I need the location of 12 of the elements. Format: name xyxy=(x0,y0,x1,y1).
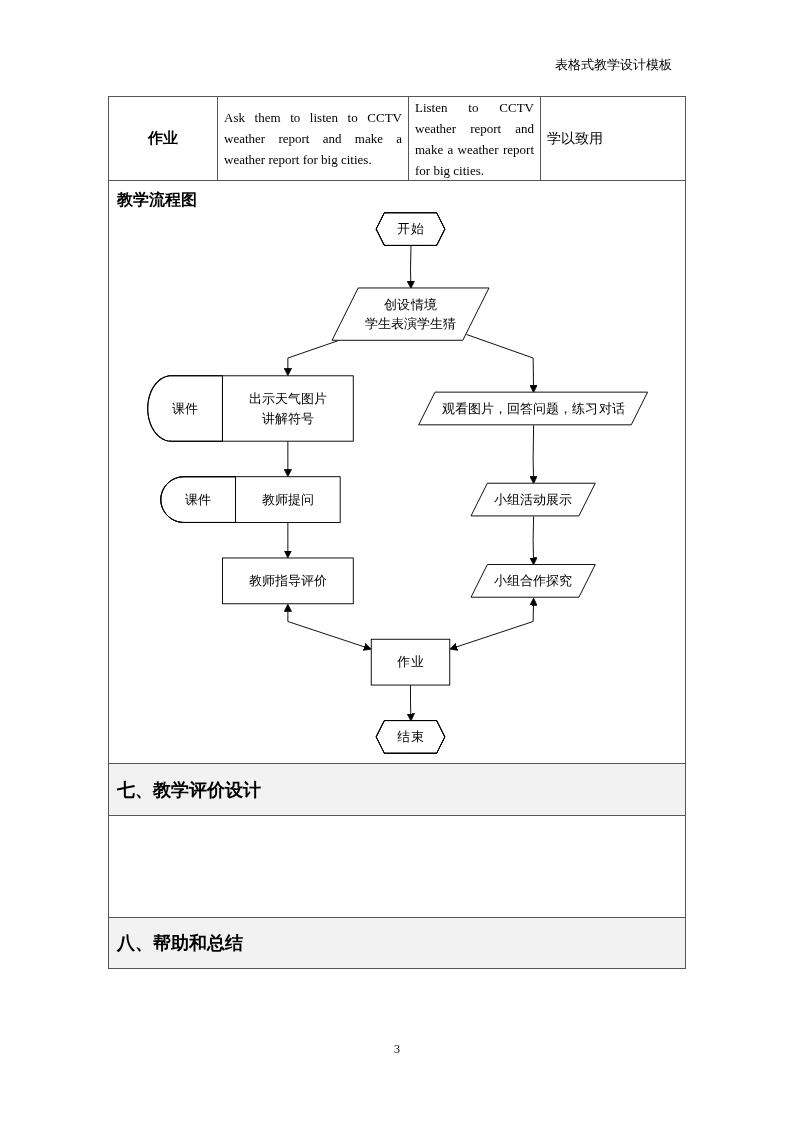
table-cell: 学以致用 xyxy=(540,96,686,181)
table-cell: 作业 xyxy=(108,96,218,181)
table-cell: Listen to CCTV weather report and make a weather report for big cities. xyxy=(408,96,541,181)
node-box: 出示天气图片 讲解符号 xyxy=(221,375,354,442)
node-box: 教师指导评价 xyxy=(221,557,354,605)
section-heading: 八、帮助和总结 xyxy=(108,917,686,969)
page-number: 3 xyxy=(394,1042,400,1057)
section-heading: 七、教学评价设计 xyxy=(108,763,686,816)
page-header: 表格式教学设计模板 xyxy=(555,56,672,74)
node-box: 教师提问 xyxy=(234,476,341,523)
node-box: 作业 xyxy=(370,638,451,686)
flowchart-title: 教学流程图 xyxy=(117,190,197,210)
